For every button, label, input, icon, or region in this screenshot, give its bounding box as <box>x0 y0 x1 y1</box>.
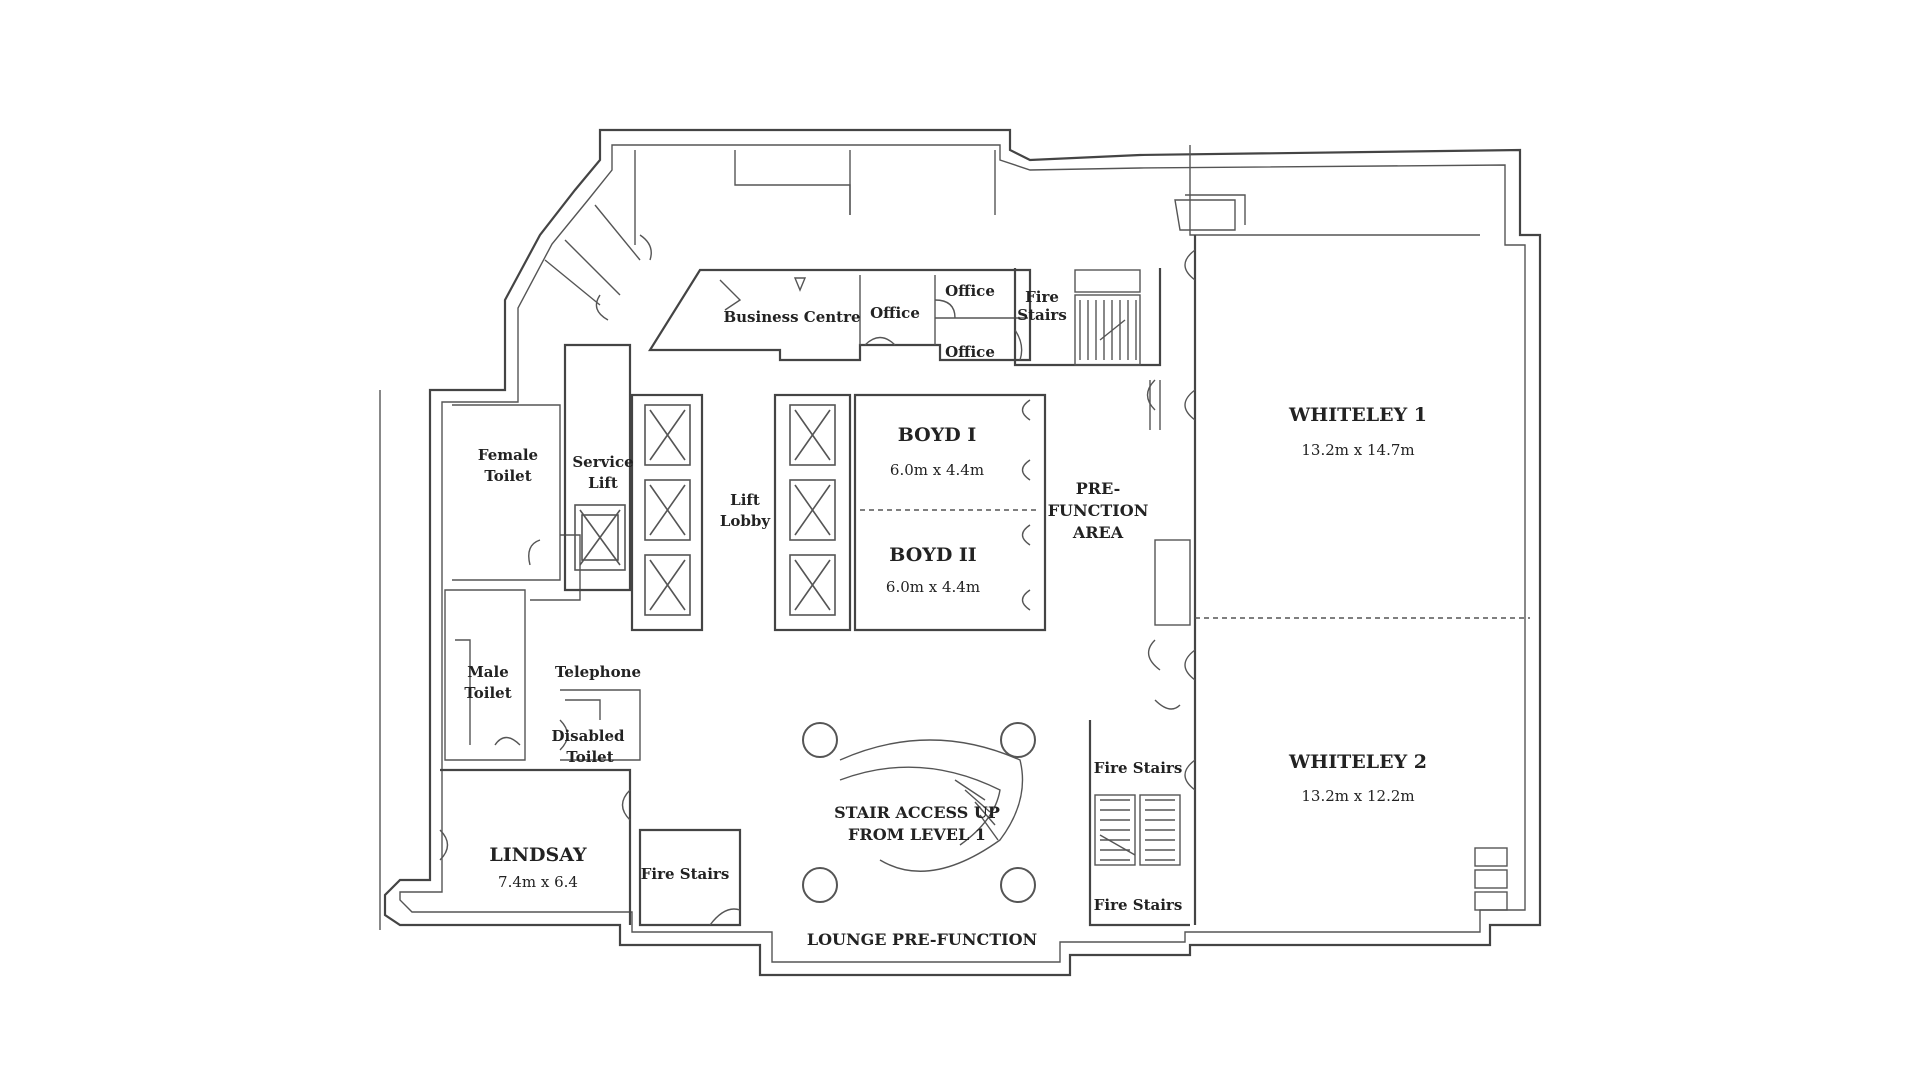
label-disabled-toilet-2: Toilet <box>566 748 613 766</box>
label-boyd-2: BOYD II <box>889 544 977 566</box>
room-labels: Business Centre Office Office Office Fir… <box>464 282 1427 949</box>
label-female-toilet-1: Female <box>478 446 538 464</box>
label-male-toilet-2: Toilet <box>464 684 511 702</box>
label-whiteley-2: WHITELEY 2 <box>1288 751 1427 773</box>
label-service-lift-2: Lift <box>588 474 618 492</box>
whiteley-rooms <box>1154 235 1530 925</box>
label-lounge-pre-function: LOUNGE PRE-FUNCTION <box>807 930 1037 949</box>
label-male-toilet-1: Male <box>467 663 509 681</box>
label-lindsay: LINDSAY <box>489 844 587 866</box>
label-office-3: Office <box>945 343 995 361</box>
label-lindsay-dimensions: 7.4m x 6.4 <box>498 873 578 891</box>
label-stair-access-2: FROM LEVEL 1 <box>848 825 986 844</box>
label-boyd-1: BOYD I <box>898 424 977 446</box>
label-fire-stairs-north-1: Fire <box>1025 288 1059 306</box>
label-boyd-2-dimensions: 6.0m x 4.4m <box>886 578 980 596</box>
lindsay-room <box>439 768 632 925</box>
service-lift <box>563 343 632 592</box>
offices-block <box>648 268 1032 362</box>
prefunction-doors <box>1146 379 1161 671</box>
north-rooms <box>544 150 1246 321</box>
label-fire-stairs-east-bottom: Fire Stairs <box>1094 896 1183 914</box>
label-fire-stairs-south: Fire Stairs <box>641 865 730 883</box>
label-disabled-toilet-1: Disabled <box>551 727 625 745</box>
telephone-area <box>559 689 641 761</box>
label-whiteley-1: WHITELEY 1 <box>1288 404 1427 426</box>
lift-core-east <box>773 393 852 632</box>
label-female-toilet-2: Toilet <box>484 467 531 485</box>
label-fire-stairs-north-2: Stairs <box>1017 306 1067 324</box>
label-pre-function-3: AREA <box>1072 523 1124 542</box>
toilet-block-west <box>444 404 581 761</box>
boyd-rooms <box>853 393 1047 632</box>
label-lift-lobby-1: Lift <box>730 491 760 509</box>
label-telephone: Telephone <box>555 663 641 681</box>
label-lift-lobby-2: Lobby <box>720 512 772 530</box>
label-boyd-1-dimensions: 6.0m x 4.4m <box>890 461 984 479</box>
building-outline <box>379 128 1542 977</box>
label-whiteley-1-dimensions: 13.2m x 14.7m <box>1301 441 1414 459</box>
label-pre-function-1: PRE- <box>1076 479 1120 498</box>
central-stair <box>802 722 1036 903</box>
fire-stairs-north <box>1013 268 1162 367</box>
label-service-lift-1: Service <box>572 453 633 471</box>
label-pre-function-2: FUNCTION <box>1048 501 1149 520</box>
label-office-2: Office <box>945 282 995 300</box>
label-whiteley-2-dimensions: 13.2m x 12.2m <box>1301 787 1414 805</box>
label-office-1: Office <box>870 304 920 322</box>
label-business-centre: Business Centre <box>723 308 860 326</box>
label-fire-stairs-east-top: Fire Stairs <box>1094 759 1183 777</box>
fire-stairs-south <box>638 828 742 927</box>
lift-core-west <box>630 393 704 632</box>
label-stair-access-1: STAIR ACCESS UP <box>834 803 1000 822</box>
fire-stairs-east <box>1088 699 1190 927</box>
